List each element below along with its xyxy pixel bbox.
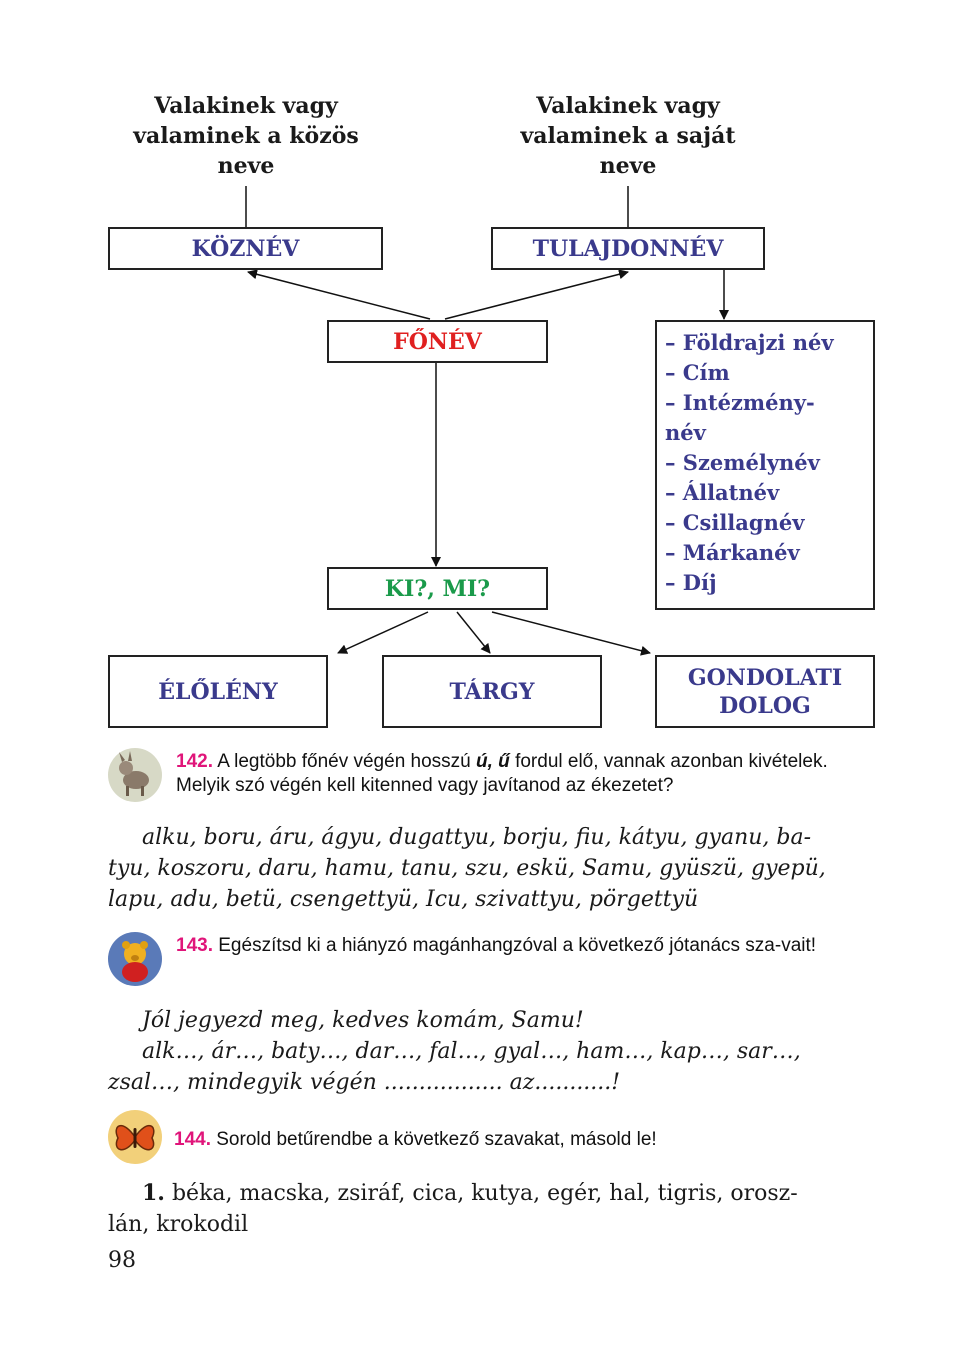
butterfly-icon: [108, 1110, 162, 1164]
arrow-to-targy: [456, 611, 491, 654]
exercise-142-prompt: 142. A legtöbb főnév végén hosszú ú, ű f…: [176, 751, 828, 796]
arrow-to-koznev: [247, 269, 431, 320]
diagram-connectors: [245, 186, 729, 656]
arrow-to-tulajdonnev: [444, 269, 629, 320]
page-number: 98: [108, 1248, 136, 1273]
exercise-142-words: alku, boru, áru, ágyu, dugattyu, borju, …: [108, 825, 826, 912]
eloleny-box: ÉLŐLÉNY: [108, 655, 328, 728]
right-heading: Valakinek vagy valaminek a saját neve: [520, 93, 736, 179]
item-number: 1.: [142, 1180, 165, 1206]
arrow-to-gondolati: [491, 611, 651, 656]
exercise-144-words: 1. béka, macska, zsiráf, cica, kutya, eg…: [108, 1180, 798, 1237]
left-heading: Valakinek vagy valaminek a közös neve: [133, 93, 359, 179]
targy-box: TÁRGY: [382, 655, 602, 728]
fonev-box: FŐNÉV: [327, 320, 548, 363]
bear-icon: [108, 932, 162, 986]
kimi-box: KI?, MI?: [327, 567, 548, 610]
exercise-143-prompt: 143. Egészítsd ki a hiányzó magánhangzóv…: [176, 935, 817, 956]
koznev-box: KÖZNÉV: [108, 227, 383, 270]
exercise-number: 143.: [176, 935, 213, 956]
exercise-144-prompt: 144. Sorold betűrendbe a következő szava…: [174, 1129, 657, 1150]
arrow-to-eloleny: [337, 611, 429, 654]
donkey-icon: [108, 748, 162, 802]
exercise-number: 142.: [176, 751, 213, 772]
gondolati-box: GONDOLATI DOLOG: [655, 655, 875, 728]
exercise-143-verse: Jól jegyezd meg, kedves komám, Samu! alk…: [108, 1008, 801, 1095]
exercise-number: 144.: [174, 1129, 211, 1150]
tulajdonnev-box: TULAJDONNÉV: [491, 227, 765, 270]
proper-noun-list: – Földrajzi név – Cím – Intézmény- név –…: [655, 320, 875, 610]
